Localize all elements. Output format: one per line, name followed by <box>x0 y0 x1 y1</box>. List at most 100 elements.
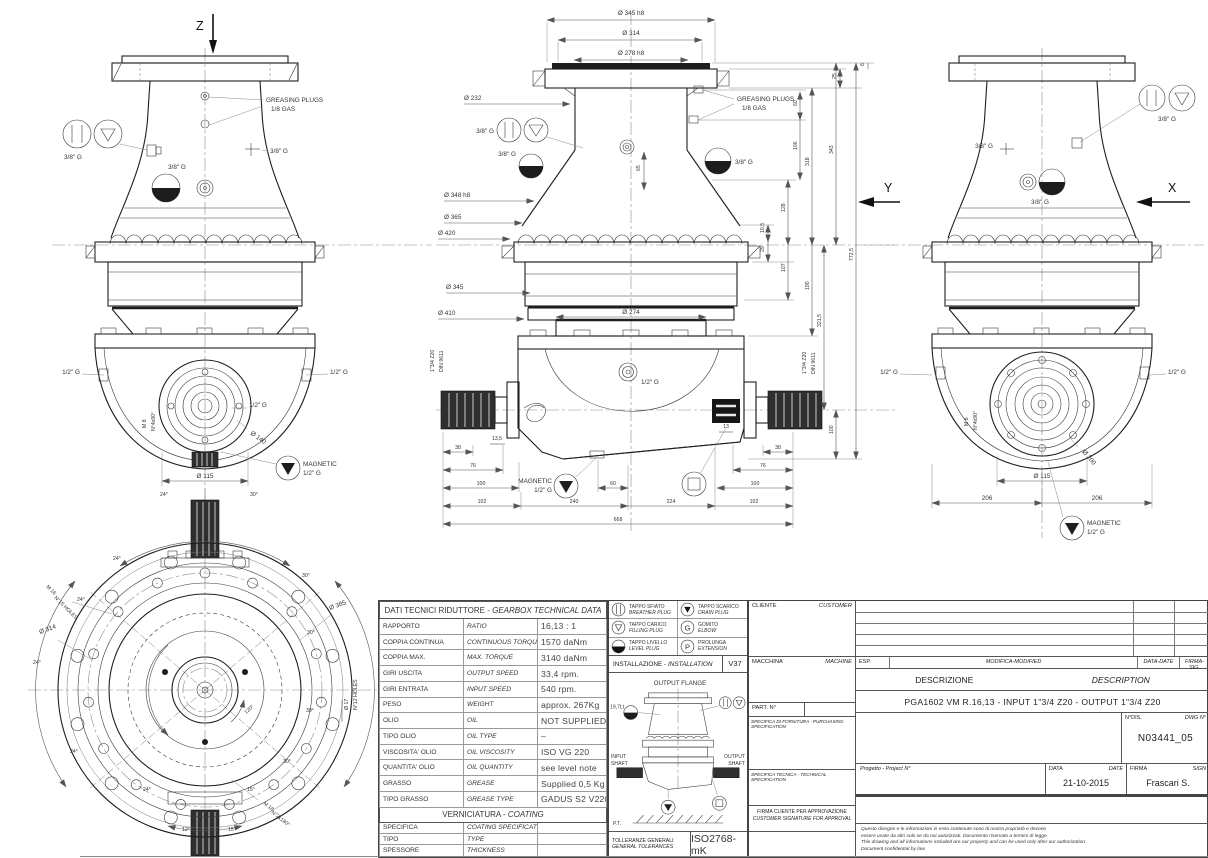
dim-label: Ø 115 <box>197 473 214 480</box>
title-block-right: ESP. MODIFICA-MODIFIED DATA-DATE FIRMA-S… <box>856 601 1208 858</box>
dim-label: Ø 274 <box>622 309 640 316</box>
row-label-en: CONTINUOUS TORQUE <box>463 633 538 651</box>
drawing-number-box: N°DIS.DWG N° N03441_05 <box>1121 713 1208 764</box>
port-label: 3/8" G <box>975 143 993 150</box>
angle-label: 30° <box>283 759 291 765</box>
descrizione-label: DESCRIZIONE <box>915 674 974 685</box>
row-value: – <box>537 728 607 745</box>
magnetic-plug-label: MAGNETIC <box>518 478 552 485</box>
legal-line: This drawing and all informations includ… <box>861 840 1087 846</box>
angle-label: 30° <box>250 492 258 498</box>
tolerances-label-it: TOLLERANZE GENERALI <box>612 838 674 844</box>
port-label: 3/8" G <box>168 164 186 171</box>
row-value: ISO VG 220 <box>537 743 607 761</box>
row-label-en: COATING SPECIFICATION <box>463 821 538 835</box>
view-side-x: 3/8" G 3/8" G 3/8" G 1/2" G 1/2" G M 8 N… <box>864 48 1204 541</box>
row-label-en: TYPE <box>463 833 538 846</box>
dim-label: 29 <box>760 246 766 252</box>
plug-callouts: GREASING PLUGS 1/8 GAS 3/8" G 3/8" G 65 … <box>476 85 794 499</box>
dwg-label: DWG N° <box>1184 715 1206 721</box>
row-label: SPESSORE <box>379 844 464 857</box>
dim-label: 60 <box>610 481 616 487</box>
dim-label: Ø 200 <box>1080 449 1097 467</box>
angle-label: 24° <box>70 749 78 755</box>
revision-table <box>856 601 1208 656</box>
row-label-en: OIL TYPE <box>463 728 538 745</box>
ndis-label: N°DIS. <box>1125 715 1142 721</box>
dim-label: 321,5 <box>817 314 823 327</box>
row-label: COPPIA MAX. <box>379 649 464 667</box>
magnetic-plug-label: 1/2" G <box>534 487 552 494</box>
port-label: 1/2" G <box>249 402 267 409</box>
hub-dimensions: M 8 N°4x90° Ø 200 Ø 115 206 206 MAGNETIC… <box>931 411 1153 541</box>
dim-label: 65 <box>636 165 642 171</box>
technical-data-table: DATI TECNICI RIDUTTORE - GEARBOX TECHNIC… <box>378 600 608 858</box>
tolerances-label-en: GENERAL TOLERANCES <box>612 844 674 851</box>
date-label: DATE <box>1108 766 1123 772</box>
input-shaft-label: INPUT <box>611 754 626 760</box>
output-flange-label: OUTPUT FLANGE <box>654 680 707 687</box>
spline-label: DIN 9611 <box>811 352 817 374</box>
greasing-label: 1/8 GAS <box>271 106 295 113</box>
spline-callouts: 1"3/4 Z20 DIN 9611 1"3/4 Z20 DIN 9611 <box>430 350 817 374</box>
axis-y-label: Y <box>884 181 893 195</box>
hole-label: M 18 <box>262 801 275 813</box>
heavy-rule <box>856 794 1208 797</box>
axis-z-label: Z <box>196 19 204 33</box>
row-label: RAPPORTO <box>379 618 464 635</box>
greasing-plug-callout: GREASING PLUGS 1/8 GAS <box>200 91 323 129</box>
gearbox-outline <box>922 55 1162 470</box>
port-label: 3/8" G <box>1158 116 1176 123</box>
coating-title: VERNICIATURA - COATING <box>379 806 607 823</box>
row-value: 3140 daNm <box>537 649 607 667</box>
part-number-label: PART. N° <box>749 703 805 716</box>
dim-label: 190 <box>805 281 811 290</box>
legend-label-it: TAPPO SCARICO <box>698 603 739 610</box>
legend-label-it: GOMITO <box>698 621 719 628</box>
angle-label: 24° <box>143 787 151 793</box>
top-diameter-dims: Ø 345 h8 Ø 314 Ø 278 h8 <box>546 10 716 63</box>
row-label: GIRI USCITA <box>379 665 464 682</box>
machine-label: MACHINE <box>825 659 852 665</box>
legal-line: essere usate da altri solo se da noi aut… <box>861 833 1049 839</box>
row-label: OLIO <box>379 712 464 730</box>
dim-label: Ø 345 h8 <box>618 10 645 17</box>
row-label-en: THICKNESS <box>463 844 538 857</box>
port-label: 1/2" G <box>880 369 898 376</box>
purchasing-spec-label: SPECIFICA DI FORNITURA - PURCHASING SPEC… <box>751 719 844 729</box>
angle-label: 30° <box>302 573 310 579</box>
svg-text:P: P <box>685 642 690 651</box>
gearbox-outline <box>85 55 325 470</box>
centerlines <box>436 12 896 532</box>
legend-label-en: FILLING PLUG <box>629 627 663 634</box>
legend-label-it: PROLUNGA <box>698 640 727 647</box>
date-value: 21-10-2015 <box>1062 778 1110 788</box>
extension-icon: P <box>680 639 695 654</box>
dim-label: 102 <box>750 499 759 505</box>
angle-label: 15° <box>247 787 255 793</box>
dim-label: Ø 314 <box>622 30 640 37</box>
port-label: 3/8" G <box>476 128 494 135</box>
spline-label: 1"3/4 Z20 <box>430 350 436 372</box>
ground-hatch <box>632 814 724 824</box>
drain-plug-icon <box>680 602 695 617</box>
plate-thickness-dims: 6 25 <box>712 62 874 89</box>
dim-label: 107 <box>781 263 787 272</box>
hole-label: N°2x180° <box>270 810 291 828</box>
legend-label-it: TAPPO SFIATO <box>629 603 665 610</box>
row-label-en: OIL QUANTITY <box>463 759 538 777</box>
customer-signature-label-it: FIRMA CLIENTE PER APPROVAZIONE <box>757 809 847 815</box>
part-description: PGA1602 VM R.16,13 - INPUT 1"3/4 Z20 - O… <box>856 691 1208 713</box>
dim-label: Ø 278 h8 <box>618 50 645 57</box>
legal-line: Document confidential by law. <box>861 846 926 852</box>
y-axis-arrow: Y <box>858 181 900 207</box>
row-value: 1570 daNm <box>537 633 607 651</box>
